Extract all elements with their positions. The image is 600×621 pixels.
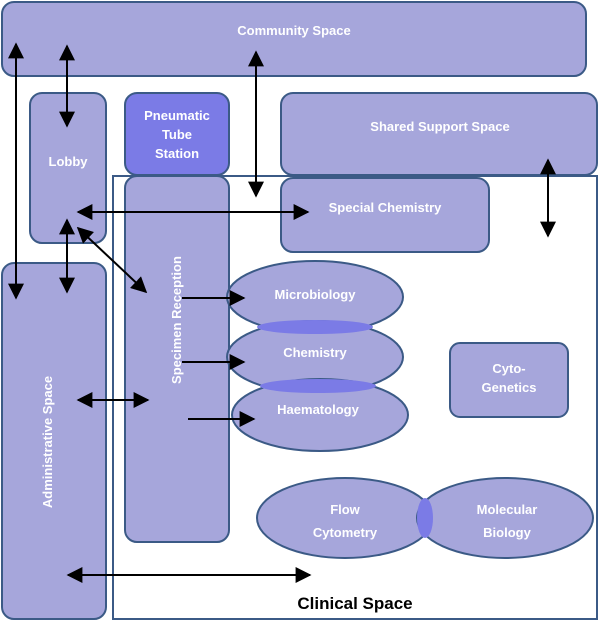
shared-support-label: Shared Support Space xyxy=(370,119,509,134)
overlap-micro-chem xyxy=(257,320,373,334)
cytogenetics-label-1: Cyto- xyxy=(492,361,525,376)
microbiology-label: Microbiology xyxy=(275,287,357,302)
molecular-biology-label-2: Biology xyxy=(483,525,531,540)
community-space-label: Community Space xyxy=(237,23,350,38)
special-chemistry-box xyxy=(280,177,490,253)
molecular-biology-ellipse xyxy=(416,477,594,559)
cytogenetics-box xyxy=(449,342,569,418)
cytogenetics-label-2: Genetics xyxy=(482,380,537,395)
shared-support-box xyxy=(280,92,598,176)
flow-cytometry-label-1: Flow xyxy=(330,502,360,517)
pneumatic-label-3: Station xyxy=(155,146,199,161)
arrow-lobby-reception xyxy=(76,226,148,294)
pneumatic-label-2: Tube xyxy=(162,127,192,142)
molecular-biology-label-1: Molecular xyxy=(477,502,538,517)
haematology-ellipse xyxy=(231,378,409,452)
lobby-label: Lobby xyxy=(49,154,89,169)
clinical-space-label: Clinical Space xyxy=(297,594,412,613)
haematology-label: Haematology xyxy=(277,402,359,417)
overlap-chem-haem xyxy=(260,379,376,393)
administrative-label: Administrative Space xyxy=(40,376,55,508)
special-chemistry-label: Special Chemistry xyxy=(329,200,442,215)
overlap-flow-molecular xyxy=(417,498,433,538)
administrative-box xyxy=(1,262,107,620)
community-space-box xyxy=(1,1,587,77)
flow-cytometry-label-2: Cytometry xyxy=(313,525,378,540)
specimen-reception-label: Specimen Reception xyxy=(169,256,184,384)
chemistry-label: Chemistry xyxy=(283,345,347,360)
pneumatic-label-1: Pneumatic xyxy=(144,108,210,123)
flow-cytometry-ellipse xyxy=(256,477,434,559)
